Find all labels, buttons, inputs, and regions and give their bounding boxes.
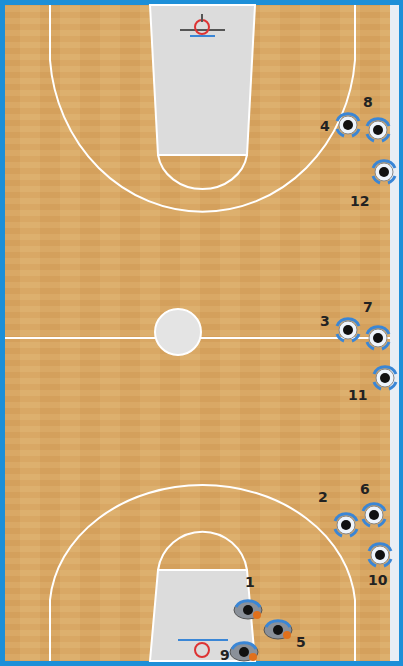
player-number: 3 (320, 314, 330, 328)
player-number: 10 (368, 573, 387, 587)
player-number: 1 (245, 575, 255, 589)
player-number: 4 (320, 119, 330, 133)
player-number: 6 (360, 482, 370, 496)
player-number: 11 (348, 388, 367, 402)
player-number: 9 (220, 648, 230, 662)
player-number: 7 (363, 300, 373, 314)
player-number: 2 (318, 490, 328, 504)
player-number: 12 (350, 194, 369, 208)
player-number: 8 (363, 95, 373, 109)
player-number: 5 (296, 635, 306, 649)
